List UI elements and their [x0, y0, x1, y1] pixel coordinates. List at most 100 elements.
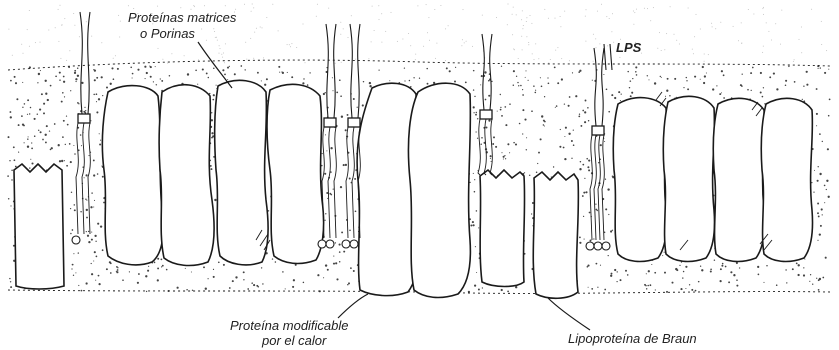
speckle-dot [206, 40, 207, 41]
stipple-dot [146, 291, 147, 292]
stipple-dot [666, 291, 668, 293]
stipple-dot [588, 160, 590, 162]
stipple-dot [45, 141, 47, 143]
stipple-dot [742, 74, 743, 75]
stipple-dot [630, 95, 632, 97]
speckle-dot [676, 40, 677, 41]
stipple-dot [679, 265, 680, 266]
stipple-dot [78, 285, 79, 286]
stipple-dot [86, 217, 88, 219]
phospholipid-head [318, 240, 326, 248]
stipple-dot [419, 78, 420, 79]
stipple-dot [603, 74, 604, 75]
speckle-dot [647, 8, 648, 9]
stipple-dot [161, 80, 163, 82]
stipple-dot [85, 282, 87, 284]
lipid-tail [590, 135, 592, 240]
speckle-dot [262, 27, 263, 28]
stipple-dot [608, 111, 610, 113]
stipple-dot [211, 168, 213, 170]
speckle-dot [12, 55, 13, 56]
porins-leader [198, 42, 232, 88]
stipple-dot [716, 85, 717, 86]
lipid-tail [88, 123, 90, 234]
stipple-dot [85, 198, 86, 199]
stipple-dot [11, 169, 13, 171]
stipple-dot [347, 114, 349, 116]
stipple-dot [27, 99, 29, 101]
stipple-dot [59, 160, 61, 162]
speckle-dot [521, 19, 522, 20]
stipple-dot [21, 115, 23, 117]
speckle-dot [530, 15, 531, 16]
stipple-dot [63, 76, 65, 78]
stipple-dot [8, 198, 10, 200]
speckle-dot [633, 11, 634, 12]
stipple-dot [42, 139, 44, 141]
stipple-dot [43, 112, 45, 114]
stipple-dot [339, 244, 341, 246]
stipple-dot [426, 68, 427, 69]
stipple-dot [747, 89, 749, 91]
stipple-dot [78, 252, 79, 253]
stipple-dot [579, 168, 581, 170]
stipple-dot [197, 84, 198, 85]
stipple-dot [73, 253, 74, 254]
stipple-dot [156, 84, 157, 85]
lipid-tail [598, 135, 600, 240]
stipple-dot [473, 173, 474, 174]
stipple-dot [91, 263, 92, 264]
stipple-dot [335, 242, 336, 243]
stipple-dot [473, 106, 475, 108]
stipple-dot [503, 158, 504, 159]
stipple-dot [413, 77, 414, 78]
stipple-dot [117, 269, 119, 271]
speckle-dot [381, 42, 382, 43]
stipple-dot [243, 279, 244, 280]
stipple-dot [573, 144, 575, 146]
stipple-dot [28, 136, 29, 137]
stipple-dot [826, 180, 828, 182]
stipple-dot [80, 211, 81, 212]
speckle-dot [696, 14, 697, 15]
stipple-dot [350, 267, 352, 269]
stipple-dot [477, 138, 478, 139]
stipple-dot [50, 85, 52, 87]
stipple-dot [476, 272, 477, 273]
speckle-dot [201, 29, 202, 30]
stipple-dot [660, 76, 661, 77]
stipple-dot [587, 107, 589, 109]
stipple-dot [100, 225, 102, 227]
stipple-dot [522, 109, 524, 111]
speckle-dot [272, 4, 273, 5]
stipple-dot [257, 72, 259, 74]
stipple-dot [22, 82, 23, 83]
stipple-dot [99, 144, 101, 146]
speckle-dot [534, 59, 535, 60]
stipple-dot [39, 109, 41, 111]
stipple-dot [589, 239, 591, 241]
stipple-dot [70, 208, 71, 209]
speckle-dot [250, 38, 251, 39]
stipple-dot [816, 88, 818, 90]
stipple-dot [166, 269, 168, 271]
speckle-dot [636, 9, 637, 10]
stipple-dot [776, 284, 778, 286]
stipple-dot [51, 147, 53, 149]
stipple-dot [682, 277, 683, 278]
braun-leader [548, 298, 590, 330]
stipple-dot [645, 285, 646, 286]
lps-marker [604, 44, 606, 70]
speckle-dot [62, 24, 63, 25]
stipple-dot [675, 268, 677, 270]
stipple-dot [513, 142, 515, 144]
stipple-dot [654, 272, 656, 274]
stipple-dot [97, 223, 99, 225]
stipple-dot [324, 220, 325, 221]
stipple-dot [229, 287, 231, 289]
stipple-dot [720, 280, 722, 282]
stipple-dot [474, 179, 475, 180]
phospholipid-head [342, 240, 350, 248]
stipple-dot [680, 288, 682, 290]
